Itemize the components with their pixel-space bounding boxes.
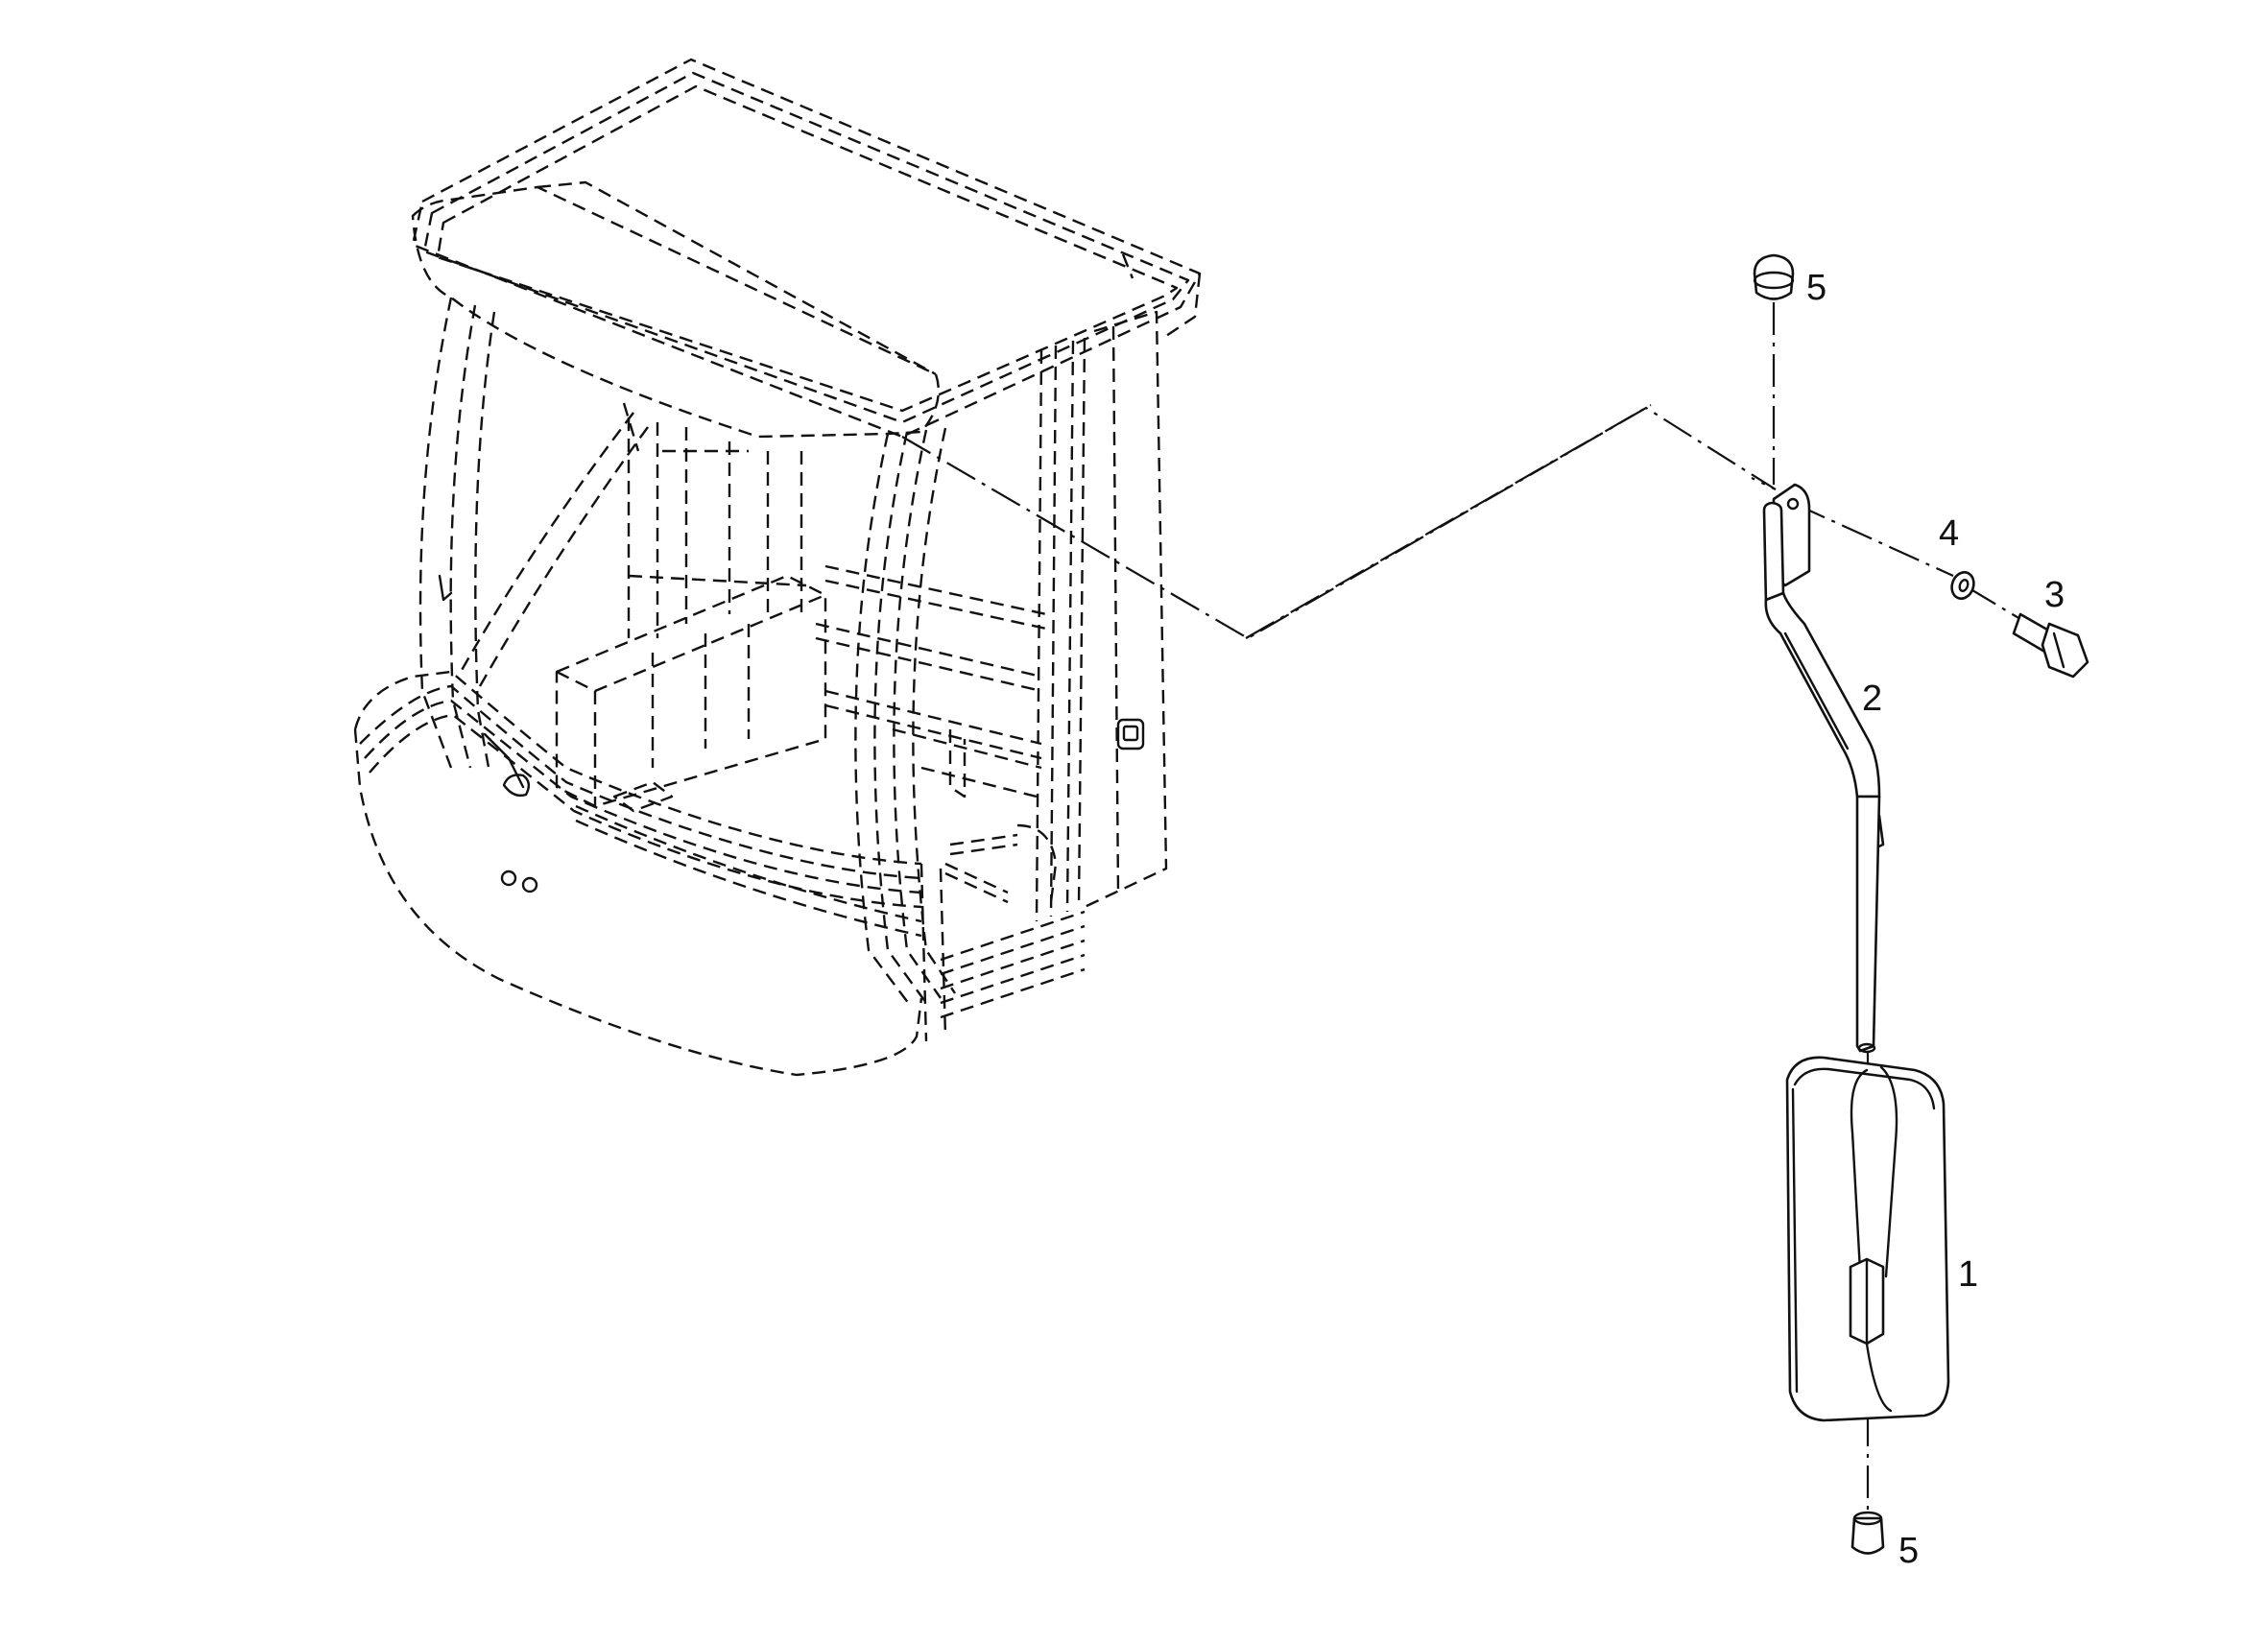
part-4-washer bbox=[1950, 571, 1975, 600]
part-1-mirror-head bbox=[1785, 1056, 1950, 1422]
part-3-bolt bbox=[2012, 612, 2089, 679]
door-latch-icon bbox=[1116, 718, 1145, 751]
cab-phantom-outline bbox=[353, 58, 1202, 1077]
part-2-mirror-arm bbox=[1762, 483, 1885, 1054]
knob-icon bbox=[500, 870, 517, 887]
knob-icon bbox=[521, 876, 538, 893]
part-5-top-cap bbox=[1753, 253, 1795, 300]
callout-4: 4 bbox=[1939, 513, 1959, 554]
callout-2: 2 bbox=[1862, 679, 1882, 719]
callout-5-bottom: 5 bbox=[1898, 1531, 1919, 1571]
callout-1: 1 bbox=[1958, 1254, 1978, 1295]
part-5-bottom-cap bbox=[1850, 1511, 1885, 1555]
callout-3: 3 bbox=[2044, 575, 2065, 615]
callout-5-top: 5 bbox=[1806, 268, 1826, 308]
